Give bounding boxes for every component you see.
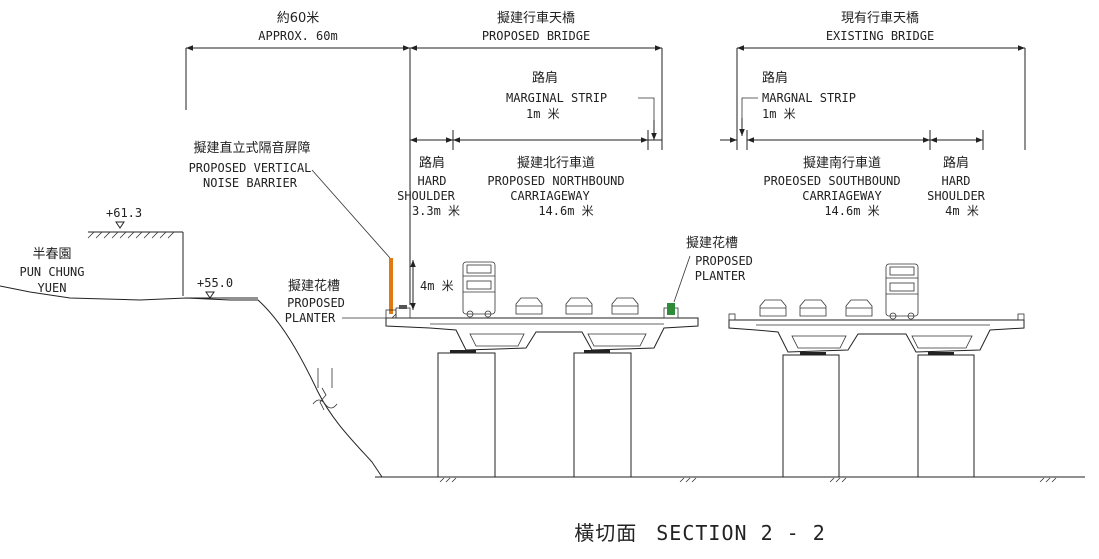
site-terrain: +61.3 半春園 PUN CHUNG YUEN +55.0: [0, 206, 1085, 483]
proposed-hard-width: 3.3m 米: [412, 204, 460, 218]
proposed-marginal-strip: 路肩 MARGINAL STRIP 1m 米: [506, 70, 657, 140]
existing-marginal-zh: 路肩: [762, 70, 788, 86]
existing-carriage-width: 14.6m 米: [824, 204, 879, 218]
existing-marginal-en: MARGNAL STRIP: [762, 91, 856, 105]
existing-marginal-width: 1m 米: [762, 107, 796, 121]
approx-60-zh: 約60米: [277, 11, 320, 26]
bus-icon: [885, 263, 919, 320]
existing-carriage-en: PROEOSED SOUTHBOUND: [763, 174, 900, 188]
existing-bridge-zh: 現有行車天橋: [841, 11, 919, 26]
approx-60-en: APPROX. 60m: [258, 29, 337, 43]
existing-lane-dimensions: 擬建南行車道 PROEOSED SOUTHBOUND CARRIAGEWAY 1…: [720, 130, 986, 218]
car-icon: [515, 297, 543, 315]
existing-bridge: [728, 263, 1025, 478]
level-top: +61.3: [106, 206, 142, 220]
proposed-marginal-zh: 路肩: [532, 70, 558, 86]
bus-icon: [462, 261, 496, 318]
existing-hard-width: 4m 米: [945, 204, 979, 218]
noise-barrier-post: [389, 258, 393, 314]
car-icon: [759, 299, 787, 317]
existing-carriage-en2: CARRIAGEWAY: [802, 189, 882, 203]
car-icon: [565, 297, 593, 315]
site-name-en: PUN CHUNG: [19, 265, 84, 279]
proposed-bridge-zh: 擬建行車天橋: [497, 10, 575, 26]
car-icon: [611, 297, 639, 315]
proposed-marginal-width: 1m 米: [526, 107, 560, 121]
noise-barrier-zh: 擬建直立式隔音屏障: [193, 140, 310, 156]
section-title: 橫切面 SECTION 2 - 2: [574, 521, 826, 545]
proposed-hard-zh: 路肩: [419, 155, 445, 171]
planter-right-label: 擬建花槽 PROPOSED PLANTER: [673, 235, 753, 303]
title-en: SECTION 2 - 2: [656, 521, 826, 545]
planter-right-en: PROPOSED: [695, 254, 753, 268]
existing-carriage-zh: 擬建南行車道: [803, 155, 881, 171]
dimension-approx-60: 約60米 APPROX. 60m: [185, 11, 410, 110]
barrier-height: 4m 米: [420, 279, 454, 293]
planter-right-en2: PLANTER: [695, 269, 746, 283]
existing-hard-en2: SHOULDER: [927, 189, 986, 203]
planter-left-en: PROPOSED: [287, 296, 345, 310]
existing-hard-zh: 路肩: [943, 155, 969, 171]
proposed-carriage-zh: 擬建北行車道: [517, 155, 595, 171]
existing-bridge-en: EXISTING BRIDGE: [826, 29, 934, 43]
proposed-bridge-en: PROPOSED BRIDGE: [482, 29, 590, 43]
proposed-carriage-en2: CARRIAGEWAY: [510, 189, 590, 203]
proposed-carriage-width: 14.6m 米: [538, 204, 593, 218]
car-icon: [845, 299, 873, 317]
proposed-hard-en: HARD: [418, 174, 447, 188]
proposed-bridge: 4m 米: [385, 258, 699, 478]
planter-right-zh: 擬建花槽: [686, 235, 738, 251]
noise-barrier-en2: NOISE BARRIER: [203, 176, 298, 190]
planter-green: [667, 303, 675, 315]
site-name-zh: 半春園: [32, 247, 71, 262]
svg-text:橫切面 SECTION 2 - 2: 橫切面 SECTION 2 - 2: [574, 521, 826, 545]
dimension-existing-bridge: 現有行車天橋 EXISTING BRIDGE: [736, 11, 1026, 150]
car-icon: [799, 299, 827, 317]
site-name-en2: YUEN: [38, 281, 67, 295]
existing-marginal-strip: 路肩 MARGNAL STRIP 1m 米: [739, 70, 856, 136]
proposed-lane-dimensions: 路肩 HARD SHOULDER 3.3m 米 擬建北行車道 PROPOSED …: [397, 130, 662, 218]
dimension-proposed-bridge: 擬建行車天橋 PROPOSED BRIDGE: [409, 10, 663, 305]
planter-left-label: 擬建花槽 PROPOSED PLANTER: [285, 278, 397, 325]
level-low: +55.0: [197, 276, 233, 290]
planter-left-zh: 擬建花槽: [288, 278, 340, 294]
noise-barrier-label: 擬建直立式隔音屏障 PROPOSED VERTICAL NOISE BARRIE…: [189, 140, 391, 259]
noise-barrier-en: PROPOSED VERTICAL: [189, 161, 312, 175]
existing-hard-en: HARD: [942, 174, 971, 188]
planter-left-en2: PLANTER: [285, 311, 336, 325]
title-zh: 橫切面: [574, 521, 637, 545]
proposed-marginal-en: MARGINAL STRIP: [506, 91, 607, 105]
proposed-carriage-en: PROPOSED NORTHBOUND: [487, 174, 624, 188]
proposed-hard-en2: SHOULDER: [397, 189, 456, 203]
